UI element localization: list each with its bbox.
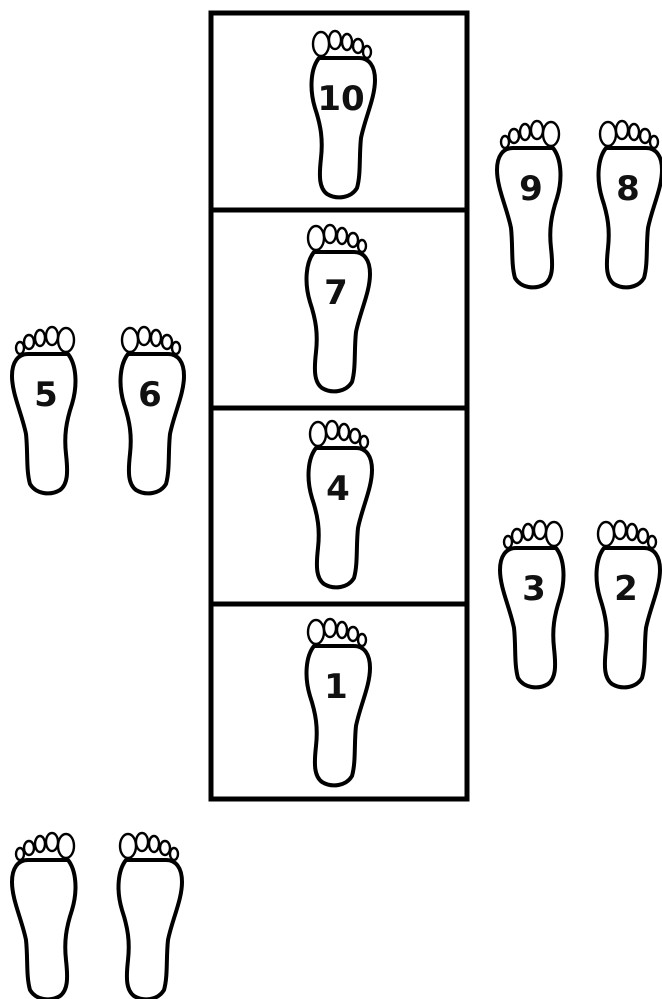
foot-toe xyxy=(172,342,180,354)
step-number-1: 1 xyxy=(324,667,348,707)
foot-toe xyxy=(35,836,45,852)
foot-toe xyxy=(308,226,324,250)
foot-toe xyxy=(337,228,347,244)
foot-toe xyxy=(523,524,533,540)
foot-toe xyxy=(520,124,530,140)
foot-toe xyxy=(598,522,614,546)
foot-toe xyxy=(339,424,349,440)
foot-toe xyxy=(310,422,326,446)
foot-toe xyxy=(640,129,650,143)
foot-toe xyxy=(24,841,34,855)
foot-toe xyxy=(350,429,360,443)
foot-toe xyxy=(363,46,371,58)
foot-toe xyxy=(348,233,358,247)
step-number-4: 4 xyxy=(326,469,350,509)
step-number-2: 2 xyxy=(614,569,638,609)
foot-toe xyxy=(342,34,352,50)
foot-toe xyxy=(324,225,336,243)
foot-toe xyxy=(151,330,161,346)
foot-toe xyxy=(504,536,512,548)
foot-toe xyxy=(648,536,656,548)
foot-toe xyxy=(324,619,336,637)
foot-toe xyxy=(348,627,358,641)
foot-toe xyxy=(600,122,616,146)
foot-toe xyxy=(46,833,58,851)
foot-toe xyxy=(627,524,637,540)
foot-toe xyxy=(501,136,509,148)
foot-toe xyxy=(136,833,148,851)
foot-toe xyxy=(614,521,626,539)
foot-toe xyxy=(16,848,24,860)
foot-toe xyxy=(531,121,543,139)
foot-toe xyxy=(534,521,546,539)
foot-toe xyxy=(329,31,341,49)
foot-toe xyxy=(16,342,24,354)
foot-toe xyxy=(353,39,363,53)
foot-toe xyxy=(160,841,170,855)
foot-toe xyxy=(543,122,559,146)
step-number-9: 9 xyxy=(519,169,543,209)
foot-toe xyxy=(629,124,639,140)
step-number-7: 7 xyxy=(324,273,348,313)
foot-toe xyxy=(337,622,347,638)
foot-toe xyxy=(509,129,519,143)
foot-toe xyxy=(308,620,324,644)
foot-toe xyxy=(58,328,74,352)
foot-toe xyxy=(638,529,648,543)
foot-toe xyxy=(162,335,172,349)
foot-toe xyxy=(35,330,45,346)
foot-toe xyxy=(358,240,366,252)
step-number-8: 8 xyxy=(616,169,640,209)
foot-toe xyxy=(58,834,74,858)
step-number-6: 6 xyxy=(138,375,162,415)
foot-toe xyxy=(149,836,159,852)
foot-toe xyxy=(24,335,34,349)
foot-toe xyxy=(512,529,522,543)
foot-toe xyxy=(313,32,329,56)
foot-toe xyxy=(122,328,138,352)
foot-toe xyxy=(360,436,368,448)
foot-toe xyxy=(170,848,178,860)
step-number-3: 3 xyxy=(522,569,546,609)
foot-toe xyxy=(46,327,58,345)
foot-toe xyxy=(546,522,562,546)
step-number-10: 10 xyxy=(317,79,364,119)
foot-toe xyxy=(138,327,150,345)
foot-toe xyxy=(358,634,366,646)
step-number-5: 5 xyxy=(34,375,58,415)
foot-toe xyxy=(616,121,628,139)
foot-toe xyxy=(326,421,338,439)
foot-toe xyxy=(120,834,136,858)
foot-toe xyxy=(650,136,658,148)
